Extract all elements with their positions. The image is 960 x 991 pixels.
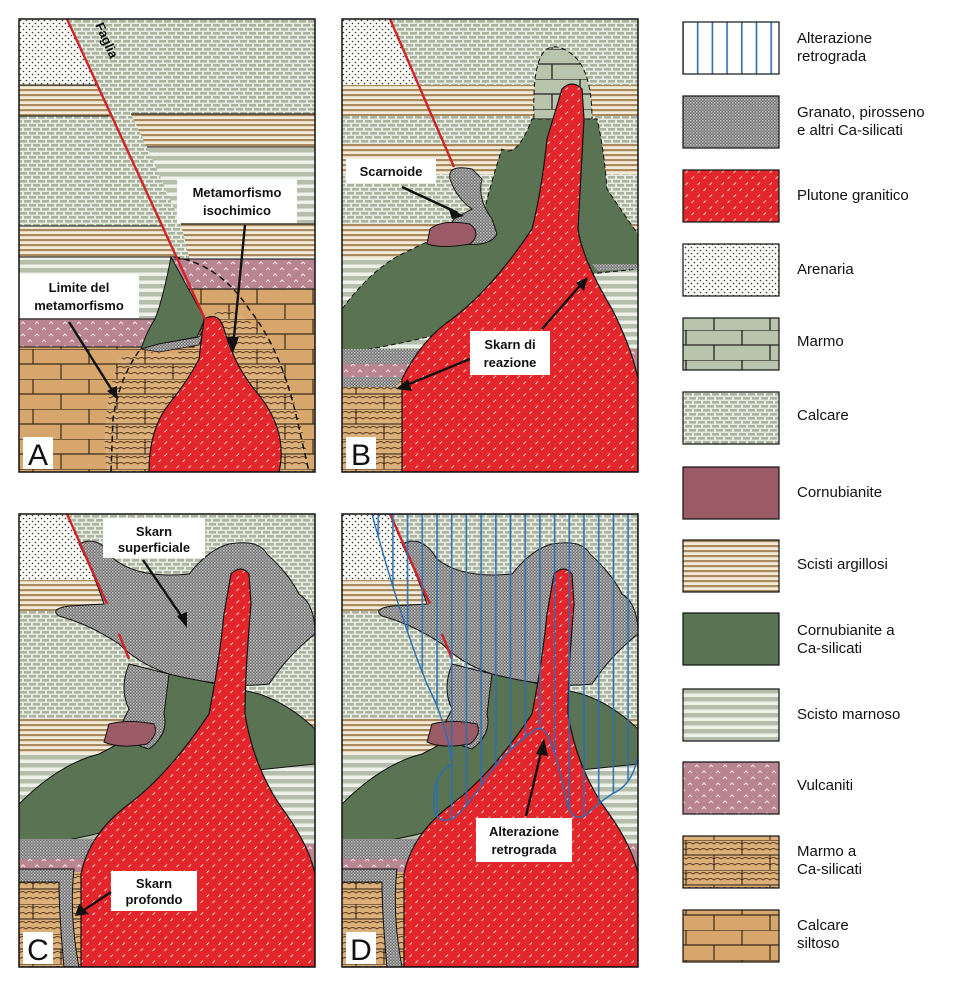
callout-skarn-prof-2: profondo — [125, 892, 182, 907]
panel-letter-c: C — [27, 934, 49, 967]
legend-label-plutone: Plutone granitico — [797, 187, 909, 204]
callout-alt-retro-1: Alterazione — [489, 824, 559, 839]
callout-skarn-sup-1: Skarn — [136, 524, 172, 539]
legend-swatch-scisti — [682, 539, 780, 593]
callout-skarn-sup-2: superficiale — [118, 540, 190, 555]
callout-meta-iso-2: isochimico — [203, 203, 271, 218]
legend-swatch-plutone — [682, 169, 780, 223]
callout-limite-1: Limite del — [49, 280, 110, 295]
legend-swatch-vulcaniti — [682, 761, 780, 815]
legend-label-vulcaniti: Vulcaniti — [797, 777, 854, 794]
legend-swatch-scisto — [682, 688, 780, 742]
legend-swatch-granato — [682, 95, 780, 149]
retrograde-zone — [371, 514, 638, 821]
fault-line — [65, 19, 207, 320]
legend-label-calcare: Calcare — [797, 407, 849, 424]
legend-swatch-marmo — [682, 317, 780, 371]
legend-swatch-alterazione — [682, 21, 780, 75]
legend-label-marmoca: Marmo a Ca-silicati — [797, 843, 863, 878]
legend — [682, 21, 780, 963]
callout-meta-iso-1: Metamorfismo — [193, 185, 282, 200]
legend-swatch-cornca — [682, 612, 780, 666]
panel-d: Alterazione retrograda D — [342, 514, 638, 967]
legend-swatch-calcare — [682, 391, 780, 445]
legend-label-cornca: Cornubianite a Ca-silicati — [797, 622, 895, 657]
callout-skarn-reazione-2: reazione — [484, 355, 537, 370]
legend-label-arenaria: Arenaria — [797, 261, 854, 278]
panel-letter-b: B — [351, 439, 371, 472]
legend-label-scisto: Scisto marnoso — [797, 706, 901, 723]
panel-letter-a: A — [28, 439, 48, 472]
legend-label-granato: Granato, pirosseno e altri Ca-silicati — [797, 104, 925, 139]
panel-b: Scarnoide Skarn di reazione B — [342, 19, 638, 472]
panel-c: Skarn superficiale Skarn profondo C — [19, 514, 315, 967]
callout-skarn-reazione-1: Skarn di — [484, 337, 535, 352]
legend-label-marmo: Marmo — [797, 333, 844, 350]
callout-skarn-prof-1: Skarn — [136, 876, 172, 891]
callout-limite-2: metamorfismo — [34, 298, 124, 313]
legend-label-scisti: Scisti argillosi — [797, 556, 888, 573]
legend-swatch-arenaria — [682, 243, 780, 297]
legend-swatch-siltoso — [682, 909, 780, 963]
panel-letter-d: D — [350, 934, 372, 967]
legend-label-siltoso: Calcare siltoso — [797, 917, 849, 952]
legend-label-cornubianite: Cornubianite — [797, 484, 883, 501]
callout-alt-retro-2: retrograda — [491, 842, 557, 857]
callout-scarnoide: Scarnoide — [360, 164, 423, 179]
legend-swatch-marmoca — [682, 835, 780, 889]
panel-a: Faglia Metamorfismo isochimico Limite de… — [19, 19, 315, 472]
legend-swatch-cornubianite — [682, 466, 780, 520]
legend-label-alterazione: Alterazione retrograda — [797, 30, 873, 65]
